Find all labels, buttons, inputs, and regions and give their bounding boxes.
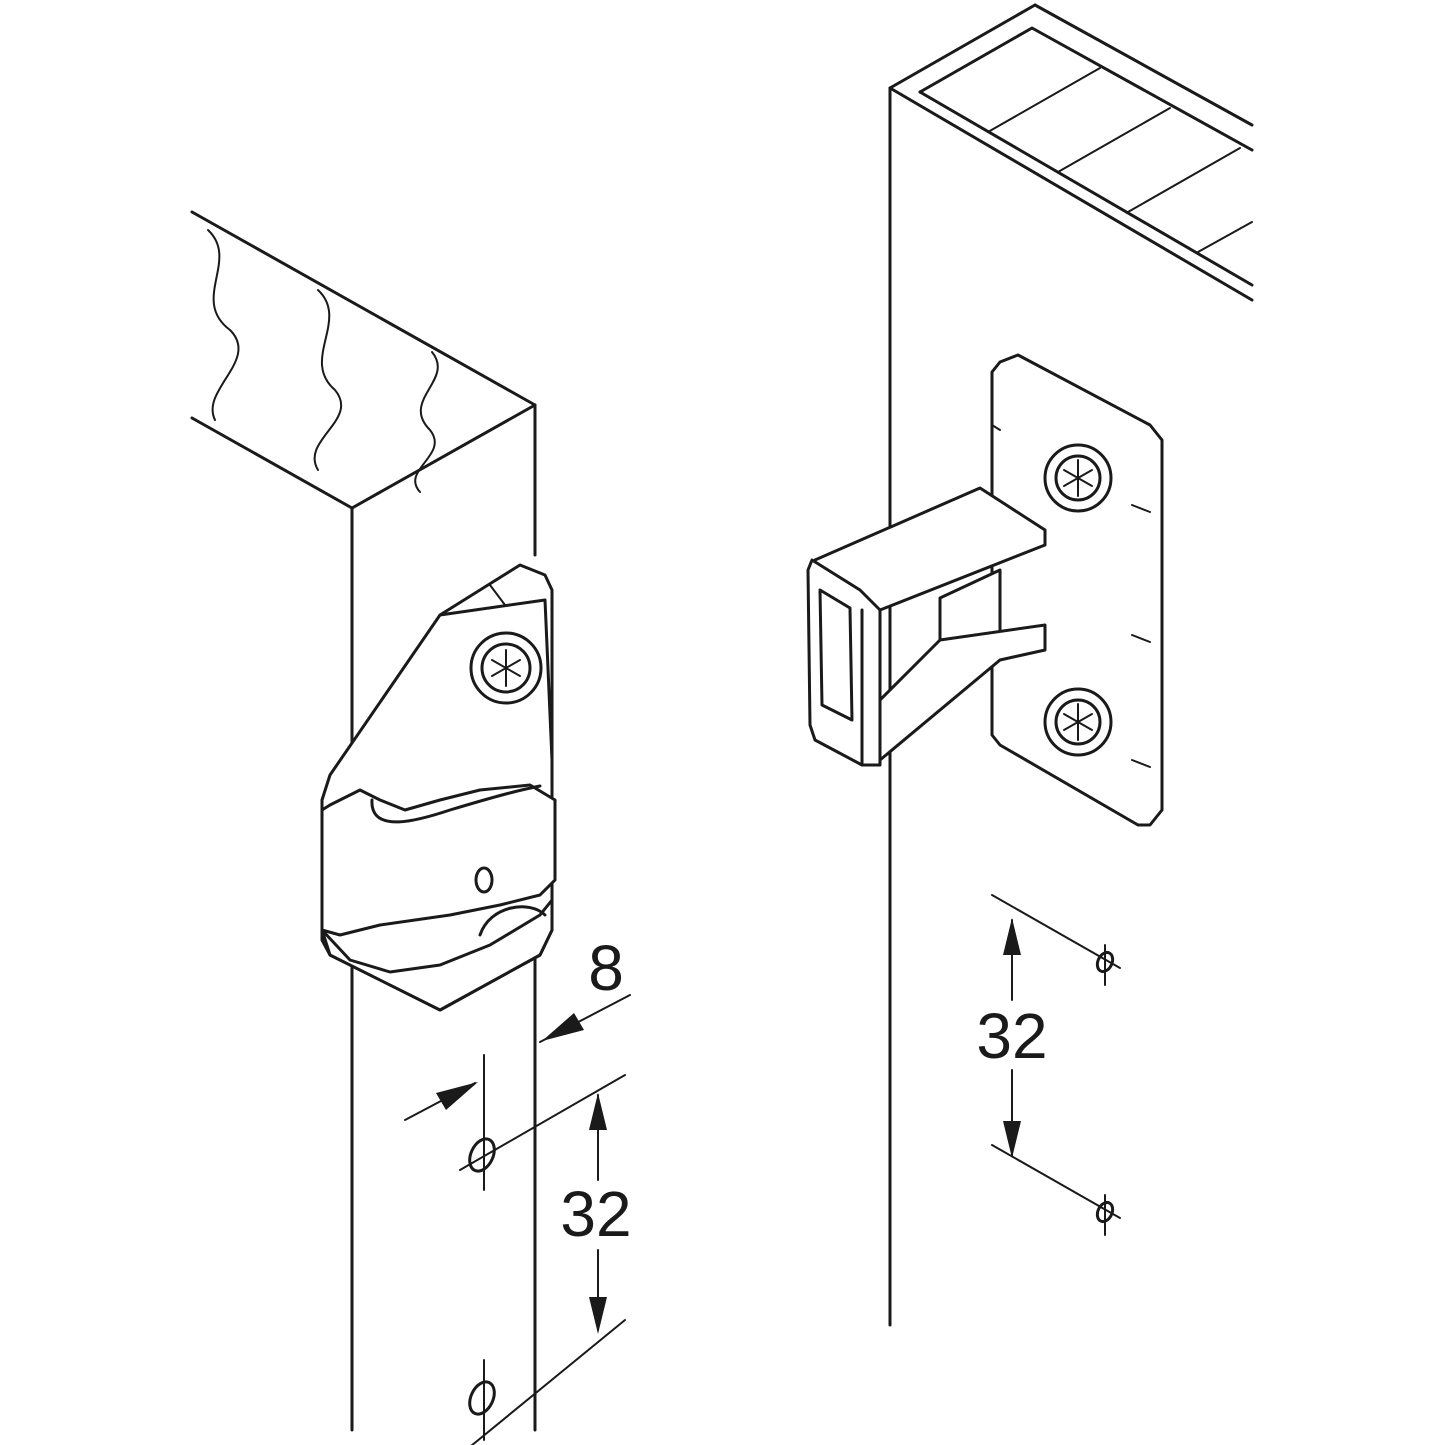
right-hinge-bracket	[806, 353, 1164, 827]
right-dimensions: 32	[976, 894, 1121, 1236]
dimension-offset-label: 8	[588, 932, 624, 1004]
dimension-spacing-right-label: 32	[976, 1000, 1047, 1072]
left-hinge-bracket	[320, 563, 557, 1012]
left-cabinet-panel	[190, 210, 537, 1432]
dimension-spacing-left-label: 32	[560, 1178, 631, 1250]
left-dimensions: 8 32	[404, 932, 632, 1445]
